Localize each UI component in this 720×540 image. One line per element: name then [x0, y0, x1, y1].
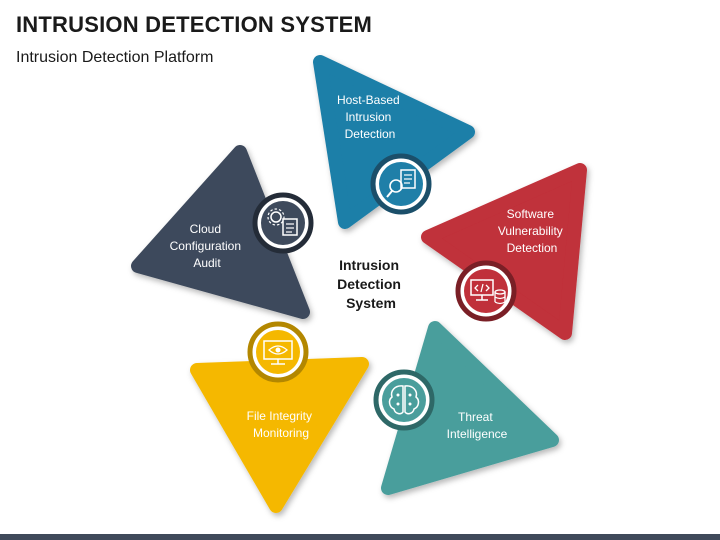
segment-file-integrity: File Integrity Monitoring [190, 321, 369, 513]
page-subtitle: Intrusion Detection Platform [16, 49, 214, 66]
segment-software-line-2: Vulnerability [498, 224, 563, 238]
segment-software-line-1: Software [507, 207, 555, 221]
svg-text:Host-Based Intrusion: Host-Based Intrusion Detection [337, 93, 403, 141]
svg-text:File Integrity Monitorin: File Integrity Monitoring [247, 409, 316, 440]
segment-threat-line-1: Threat [458, 410, 493, 424]
segment-software-line-3: Detection [507, 241, 558, 255]
eye-monitor-icon [247, 321, 309, 383]
center-line-2: Detection [337, 276, 401, 292]
segment-host-line-3: Detection [345, 127, 396, 141]
segment-cloud-line-2: Configuration [170, 239, 241, 253]
segment-threat-line-2: Intelligence [447, 427, 508, 441]
segment-file-line-2: Monitoring [253, 426, 309, 440]
center-line-1: Intrusion [339, 257, 399, 273]
svg-text:Threat Intelligence: Threat Intelligence [447, 410, 508, 441]
magnifier-document-icon [370, 153, 432, 215]
bottom-bar [0, 534, 720, 540]
svg-text:Software Vulnerability: Software Vulnerability Detection [498, 207, 566, 255]
segment-software-vulnerability: Software Vulnerability Detection [421, 163, 587, 340]
page-title: INTRUSION DETECTION SYSTEM [16, 12, 372, 37]
center-line-3: System [346, 295, 396, 311]
gear-document-icon [252, 192, 314, 254]
code-monitor-database-icon [455, 260, 517, 322]
segment-cloud-line-3: Audit [193, 256, 221, 270]
segment-host-line-2: Intrusion [345, 110, 391, 124]
brain-circuit-icon [373, 369, 435, 431]
segment-host-line-1: Host-Based [337, 93, 400, 107]
segment-file-line-1: File Integrity [247, 409, 312, 423]
center-label: Intrusion Detection System [337, 257, 405, 311]
segment-host-based: Host-Based Intrusion Detection [313, 55, 475, 229]
segment-cloud-line-1: Cloud [190, 222, 221, 236]
segment-threat-intelligence: Threat Intelligence [373, 321, 559, 495]
segment-cloud-configuration: Cloud Configuration Audit [131, 145, 314, 319]
svg-text:Cloud Configuration: Cloud Configuration Audit [170, 222, 245, 270]
